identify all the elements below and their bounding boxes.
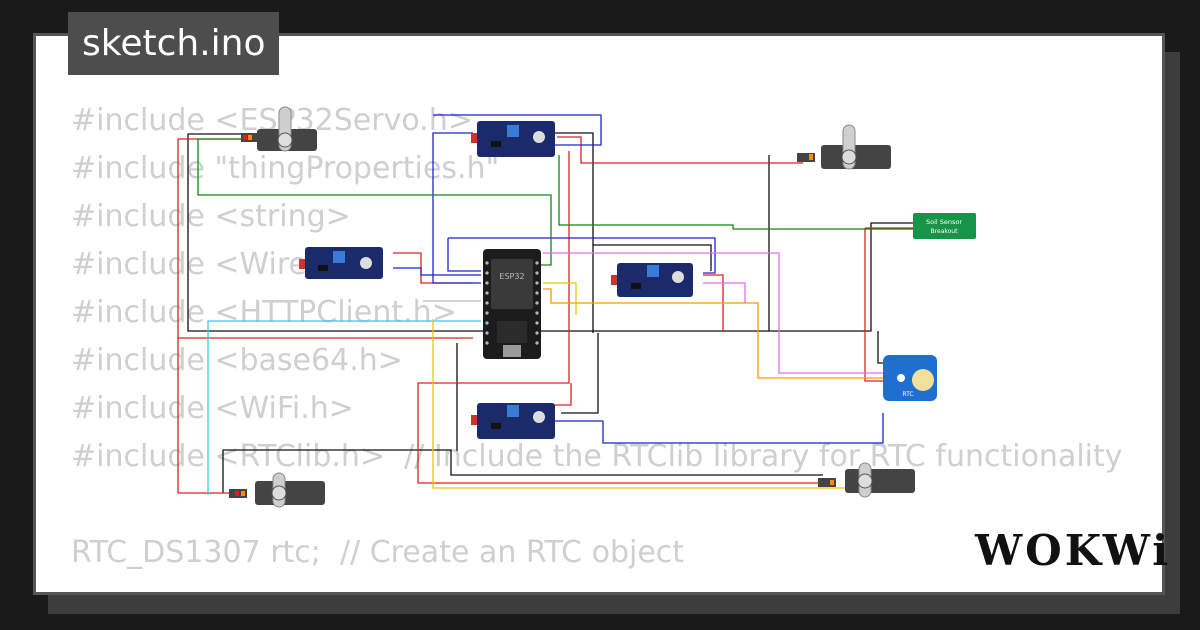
code-line: #include <RTClib.h> // Include the RTCli… [71,439,1123,474]
rtc-module: RTC [883,355,937,401]
code-line: #include <base64.h> [71,343,403,378]
wires [177,114,913,495]
ldr-sensor-module [611,263,693,297]
code-line: #include <HTTPClient.h> [71,295,457,330]
servo-motor [797,124,891,170]
servo-motor [818,462,915,498]
soil-sensor-label: Soil Sensor [926,218,962,226]
esp32-board: ESP32 [483,249,541,359]
circuit-diagram: ESP32 Soil Sensor Breakout RTC [177,106,976,508]
preview-card: #include <ESP32Servo.h> #include "thingP… [33,33,1165,595]
ldr-sensor-module [471,403,555,439]
code-line: #include "thingProperties.h" [71,151,500,186]
rtc-label: RTC [902,391,913,398]
soil-sensor-breakout: Soil Sensor Breakout [913,213,976,239]
code-line: #include <WiFi.h> [71,391,354,426]
ldr-sensor-module [471,121,555,157]
wokwi-logo: WOKWi [975,526,1172,575]
code-line: RTC_DS1307 rtc; // Create an RTC object [71,535,685,570]
soil-sensor-sublabel: Breakout [931,228,959,235]
esp32-label: ESP32 [499,272,524,281]
servo-motor [229,472,325,508]
servo-motor [241,106,317,152]
code-line: #include <ESP32Servo.h> [71,103,473,138]
ldr-sensor-module [299,247,383,279]
file-title-tab: sketch.ino [68,12,280,75]
code-line: #include <string> [71,199,351,234]
